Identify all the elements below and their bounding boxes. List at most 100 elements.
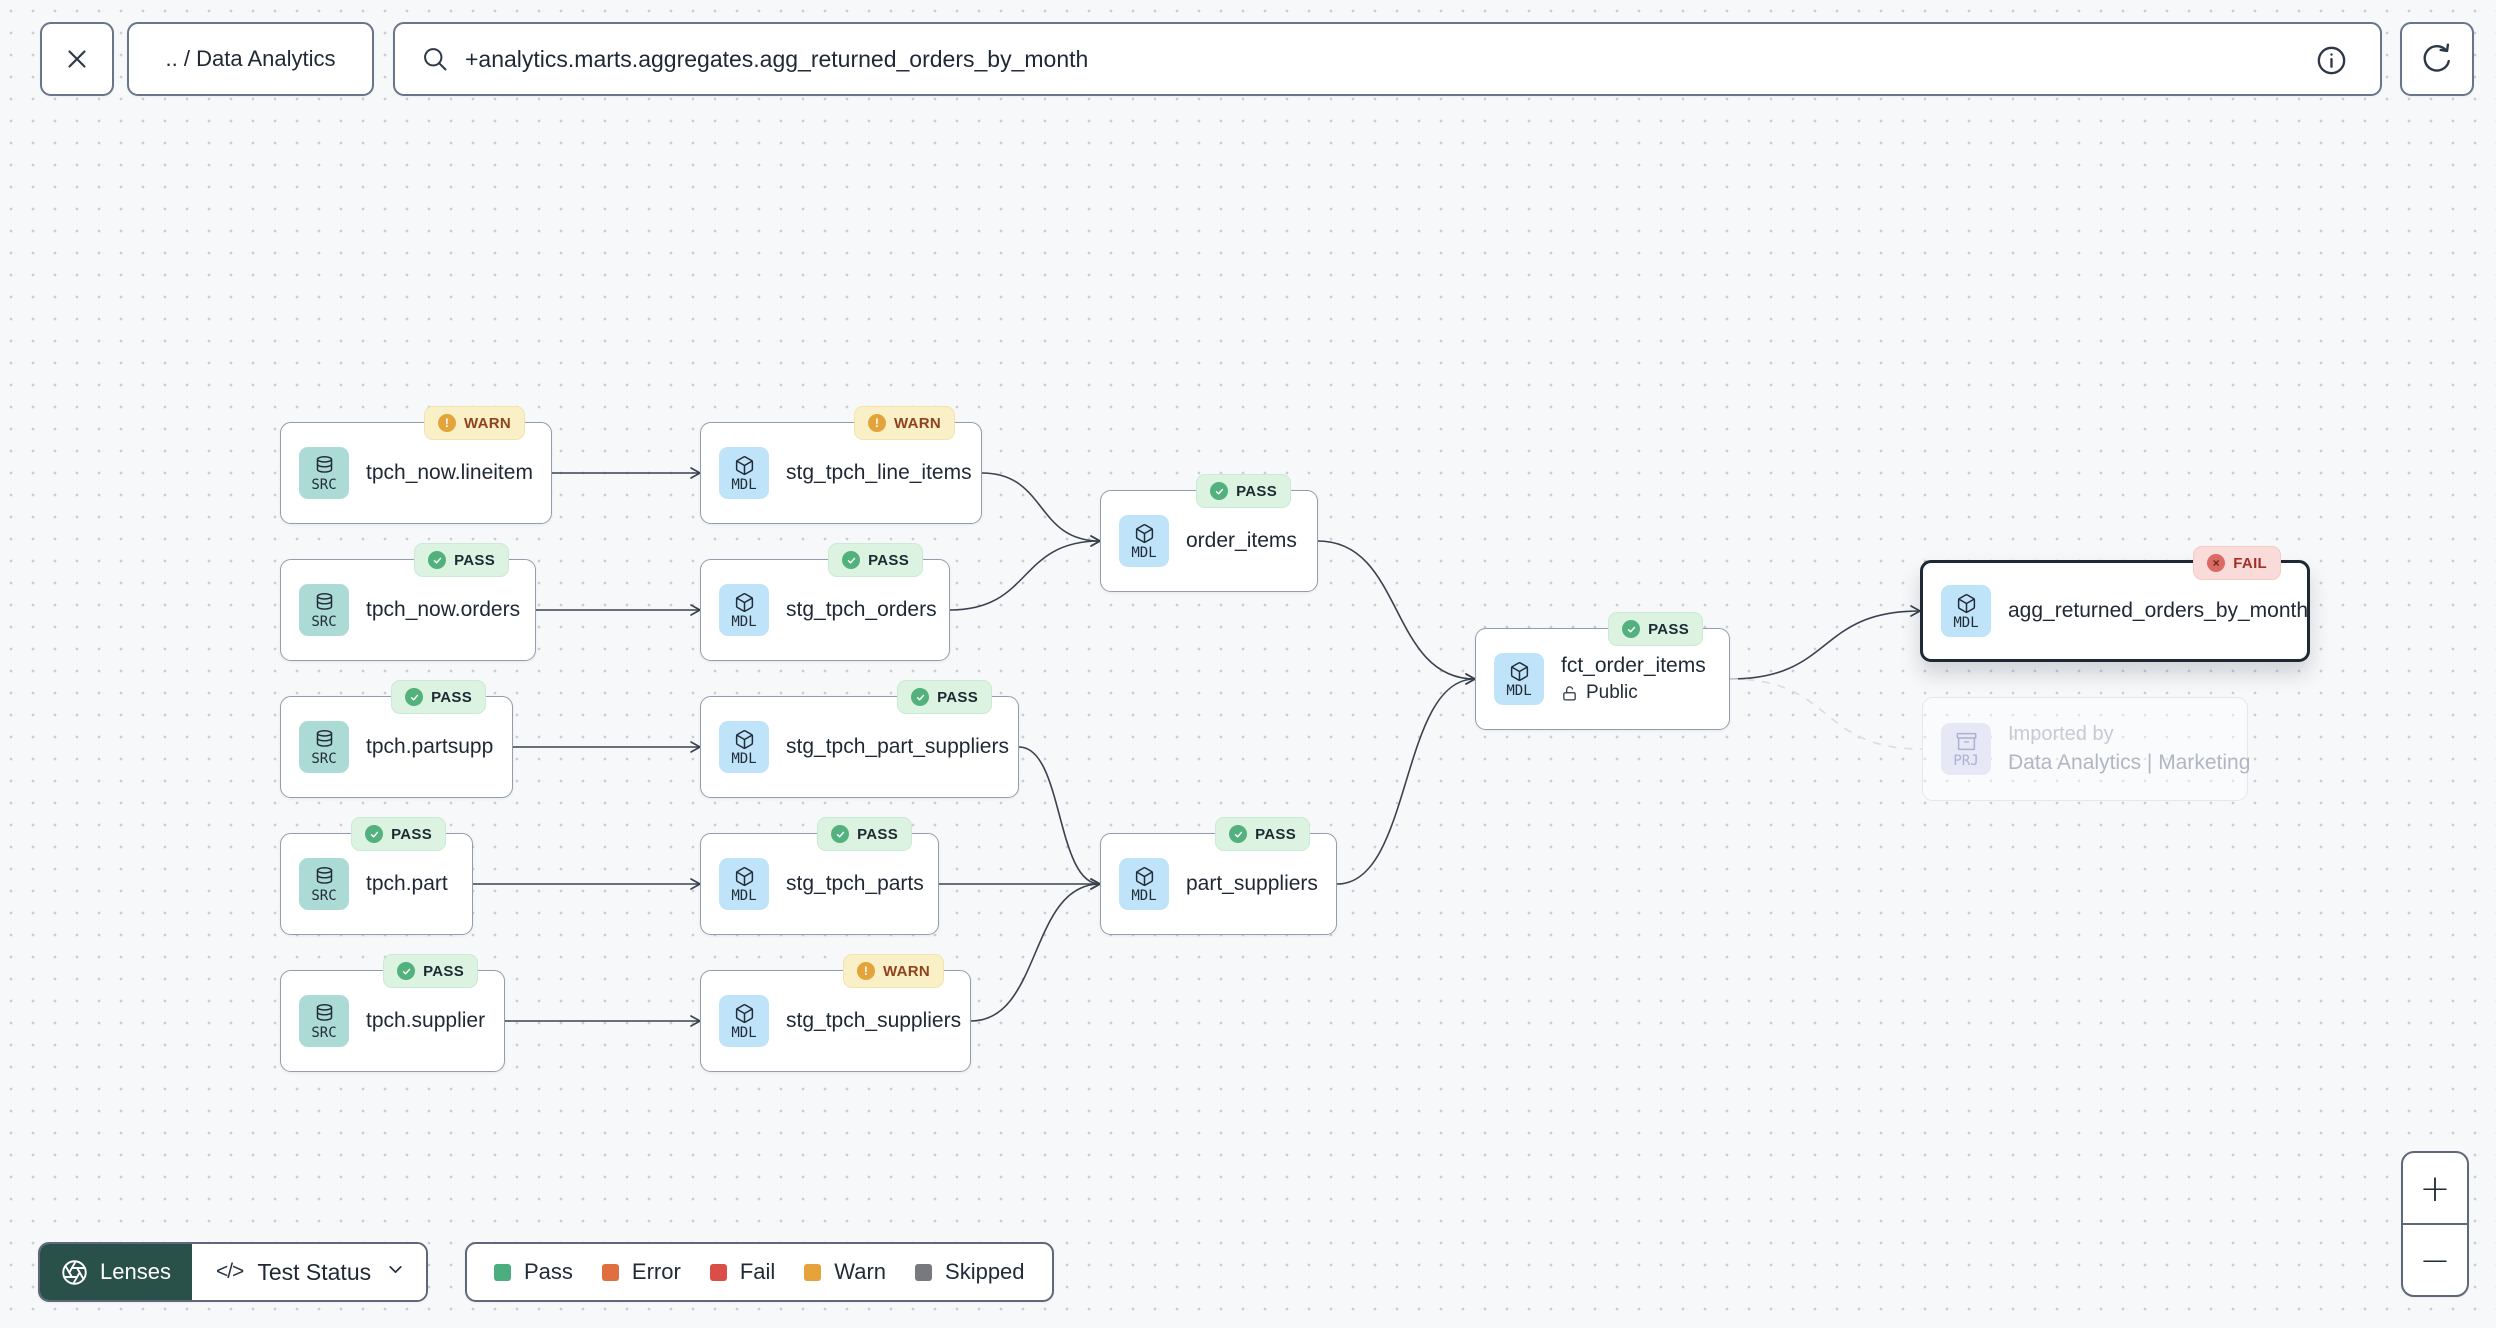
legend-item-warn: Warn (804, 1259, 886, 1285)
status-dot-icon: ! (867, 414, 886, 432)
close-icon (68, 50, 86, 68)
node-title: stg_tpch_suppliers (786, 1009, 962, 1032)
status-label: PASS (431, 688, 472, 706)
node-type-label: SRC (311, 1024, 337, 1041)
info-icon[interactable] (2315, 44, 2348, 77)
node-access-subtitle: Public (1561, 682, 1706, 704)
lens-control-group: Lenses </> Test Status (38, 1242, 429, 1302)
node-title: tpch_now.orders (366, 598, 521, 621)
node-stg_orders[interactable]: MDL stg_tpch_orders PASS (700, 543, 950, 661)
search-box[interactable] (393, 22, 2382, 96)
edge-stg_part_suppliers-to-part_suppliers (1018, 746, 1101, 890)
status-badge-pass: PASS (1215, 817, 1310, 851)
legend-item-error: Error (601, 1259, 681, 1285)
node-src_lineitem[interactable]: SRC tpch_now.lineitem !WARN (280, 406, 552, 524)
model-cube-icon (1957, 593, 1975, 613)
lens-selector-label: Test Status (257, 1258, 372, 1285)
status-label: WARN (463, 414, 511, 432)
status-dot-icon (842, 551, 861, 569)
chevron-down-icon (385, 1259, 406, 1286)
legend-label: Error (631, 1259, 681, 1284)
node-type-label: MDL (731, 1024, 757, 1041)
zoom-in-icon: + (2419, 1166, 2451, 1210)
check-icon (847, 557, 855, 564)
breadcrumb[interactable]: .. / Data Analytics (127, 22, 374, 96)
status-badge-fail: ×FAIL (2193, 546, 2281, 580)
check-icon (836, 831, 844, 838)
status-dot-icon: × (2207, 554, 2226, 572)
zoom-controls: + − (2401, 1151, 2469, 1297)
edge-order_items-to-fct_order_items (1317, 540, 1476, 685)
node-title: tpch_now.lineitem (366, 461, 533, 484)
node-stg_suppliers[interactable]: MDL stg_tpch_suppliers !WARN (700, 954, 971, 1072)
node-src_orders[interactable]: SRC tpch_now.orders PASS (280, 543, 536, 661)
node-title: tpch.partsupp (366, 735, 494, 758)
lens-selector-dropdown[interactable]: </> Test Status (191, 1244, 427, 1300)
unlock-icon (1563, 685, 1576, 701)
zoom-out-button[interactable]: − (2403, 1225, 2467, 1295)
status-badge-pass: PASS (1608, 612, 1703, 646)
lenses-button[interactable]: Lenses (40, 1244, 192, 1300)
node-title: tpch.part (366, 872, 448, 895)
database-icon (316, 866, 332, 884)
edge-stg_orders-to-order_items (949, 535, 1101, 611)
status-badge-pass: PASS (351, 817, 446, 851)
legend-swatch-icon (601, 1263, 619, 1281)
status-label: PASS (423, 962, 464, 980)
database-icon (316, 729, 332, 747)
database-icon (316, 1003, 332, 1021)
node-type-chip: MDL (1494, 653, 1544, 705)
node-type-chip: SRC (299, 447, 349, 499)
status-dot-icon: ! (856, 962, 875, 980)
refresh-button[interactable] (2400, 22, 2474, 96)
zoom-in-button[interactable]: + (2403, 1153, 2467, 1225)
lenses-aperture-icon (62, 1259, 87, 1285)
search-input[interactable] (465, 45, 2310, 73)
status-dot-icon (365, 825, 384, 843)
node-type-label: MDL (1506, 682, 1532, 699)
legend-item-pass: Pass (494, 1259, 573, 1285)
check-icon (916, 694, 924, 701)
node-type-label: SRC (311, 476, 337, 493)
node-title: fct_order_items (1561, 654, 1706, 677)
status-label: PASS (937, 688, 978, 706)
status-dot-icon (1229, 825, 1248, 843)
status-badge-pass: PASS (391, 680, 486, 714)
legend-label: Skipped (945, 1259, 1025, 1284)
database-icon (316, 455, 332, 473)
node-title: stg_tpch_orders (786, 598, 937, 621)
status-badge-pass: PASS (383, 954, 478, 988)
node-type-label: PRJ (1953, 752, 1979, 769)
search-icon (424, 48, 447, 71)
edge-part_suppliers-to-fct_order_items (1336, 673, 1476, 885)
status-label: PASS (868, 551, 909, 569)
status-badge-warn: !WARN (423, 406, 525, 440)
node-type-chip: SRC (299, 584, 349, 636)
model-cube-icon (1135, 523, 1153, 543)
status-dot-icon (397, 962, 416, 980)
status-label: PASS (454, 551, 495, 569)
close-button[interactable] (40, 22, 114, 96)
database-icon (316, 592, 332, 610)
lenses-label: Lenses (100, 1259, 171, 1284)
model-cube-icon (1135, 866, 1153, 886)
node-src_partsupp[interactable]: SRC tpch.partsupp PASS (280, 680, 513, 798)
status-badge-warn: !WARN (842, 954, 944, 988)
legend-swatch-icon (494, 1263, 511, 1281)
node-type-chip: MDL (719, 584, 769, 636)
node-type-chip: SRC (299, 721, 349, 773)
node-type-label: MDL (1131, 544, 1157, 561)
